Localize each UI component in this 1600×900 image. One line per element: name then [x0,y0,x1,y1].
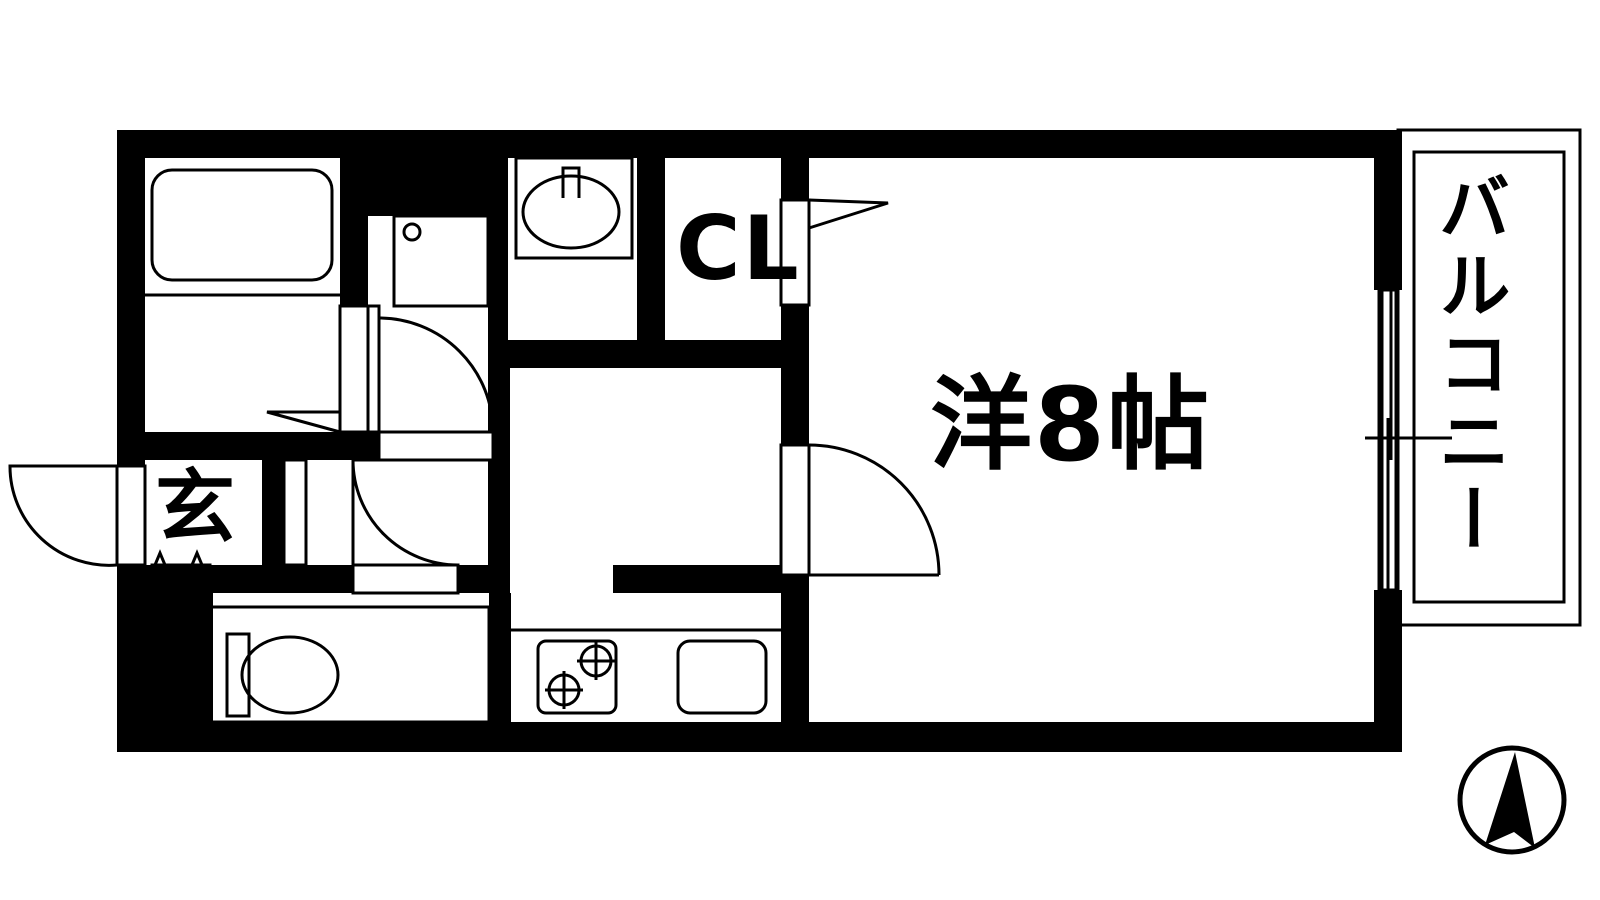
hallway-door-leaf[interactable] [282,458,308,567]
closet-door-leaf[interactable] [779,198,811,307]
toilet-room-outline [213,605,491,724]
balcony-outer-rail [1396,128,1582,627]
wall-mainroom-left-upper [781,360,809,445]
wall-closet-right-top [781,158,809,200]
entrance-door-swing [8,464,118,567]
washbasin-counter [514,156,634,260]
wall-washroom-door-jamb [368,432,379,460]
bathtub-icon [150,168,334,282]
entrance-door-leaf[interactable] [115,464,147,567]
toilet-bowl-icon [240,635,340,715]
wall-exterior-top [117,130,1402,158]
closet-door-folding [808,198,889,230]
sliding-glass-door[interactable] [1365,288,1452,592]
toilet-tank-icon [225,632,251,718]
balcony-inner-rail [1412,150,1566,604]
wall-corridor-bottom-right [613,565,809,593]
wall-corridor-top [488,340,665,368]
wall-closet-left [637,158,665,358]
wall-exterior-left-upper [117,130,145,470]
two-burner-stove-icon [536,639,618,715]
wall-corridor-left [488,368,510,593]
wall-toilet-kitchen [489,593,511,722]
wall-bath-right [340,158,368,306]
hallway-door-sill [351,563,460,595]
shoe-cabinet-lower [150,599,212,655]
wall-exterior-left-lower [117,565,145,752]
washroom-door-swing [378,316,495,433]
hallway-door-swing [351,459,459,567]
wall-corridor-bottom-left [145,565,213,722]
wall-mainroom-left-lower [781,575,809,722]
washbasin-icon [521,174,621,250]
bath-door-folding [266,410,341,434]
room-label-balcony: バルコニー [1426,170,1510,560]
wall-washbasin-left [488,158,508,358]
washroom-door-leaf[interactable] [366,304,381,434]
kitchen-sink-icon [676,639,768,715]
doors-layer [8,198,1452,595]
washroom-door-sill [377,430,495,462]
washing-machine-drain-icon [402,222,422,242]
bath-door-leaf[interactable] [338,304,370,434]
wall-bath-bottom [117,432,379,460]
washing-machine-pan-icon [392,214,490,308]
room-label-main: 洋8帖 [930,366,1211,485]
main-room-door-leaf[interactable] [779,443,811,577]
wall-structure [117,130,1402,752]
wall-exterior-bottom [117,722,1402,752]
balcony-outline [1396,128,1582,627]
fixtures-layer [145,156,781,724]
stove-burner-marks [545,642,615,709]
main-room-door-swing [808,443,941,576]
washbasin-faucet-icon [561,166,581,198]
shoe-cabinet-hinge-left [153,549,167,566]
room-label-closet: CL [676,197,801,300]
wall-entrance-right [262,460,284,565]
room-label-entrance: 玄 [155,461,235,554]
compass-north-needle [1485,752,1535,848]
wall-washroom-left-top [368,158,488,216]
shoe-cabinet-hinge-right [190,549,204,566]
north-compass [1457,745,1567,855]
